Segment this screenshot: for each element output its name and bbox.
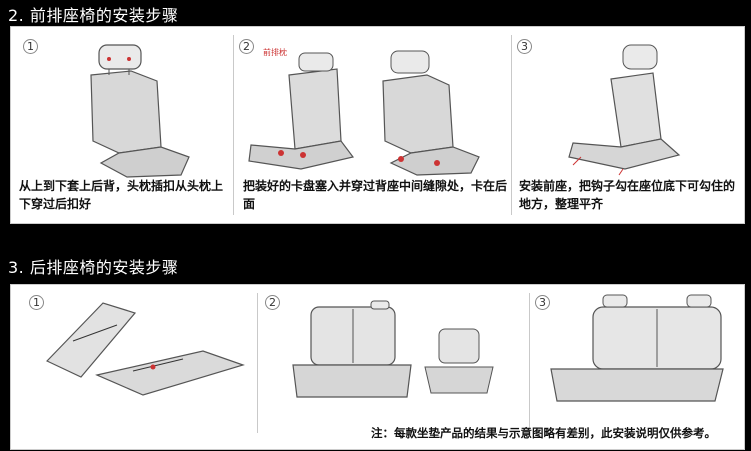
- rear-seat-illustration-1: [45, 302, 245, 396]
- rear-seat-header: 3. 后排座椅的安装步骤: [8, 258, 179, 277]
- front-step-1-caption: 从上到下套上后背，头枕插扣从头枕上下穿过后扣好: [19, 179, 224, 211]
- front-step-2-caption: 把装好的卡盘塞入并穿过背座中间缝隙处，卡在后面: [243, 179, 508, 211]
- front-seat-illustration-2b: [382, 50, 480, 176]
- rear-seat-panel: 1 2 3 注：每款坐垫产品的结果与示意图略有差别，此安装说明仅供参考。: [10, 284, 745, 450]
- rear-step-3-number: 3: [535, 295, 550, 310]
- front-step-3-number: 3: [517, 39, 532, 54]
- divider: [529, 293, 530, 433]
- divider: [233, 35, 234, 215]
- divider: [511, 35, 512, 215]
- front-seat-illustration-3: [568, 44, 681, 176]
- rear-step-1-number: 1: [29, 295, 44, 310]
- front-seat-panel: 1 从上到下套上后背，头枕插扣从头枕上下穿过后扣好 2 前排枕 把装好的卡盘塞入…: [10, 26, 745, 224]
- disclaimer-note: 注：每款坐垫产品的结果与示意图略有差别，此安装说明仅供参考。: [371, 426, 716, 440]
- rear-step-2-number: 2: [265, 295, 280, 310]
- front-step-1-number: 1: [23, 39, 38, 54]
- rear-seat-illustration-2b: [424, 328, 494, 394]
- front-seat-illustration-2a: [248, 52, 355, 170]
- divider: [257, 293, 258, 433]
- front-seat-illustration-1: [90, 44, 190, 178]
- headrest-label: 前排枕: [263, 48, 287, 57]
- front-step-2-number: 2: [239, 39, 254, 54]
- front-seat-header: 2. 前排座椅的安装步骤: [8, 6, 179, 25]
- rear-seat-illustration-2a: [292, 300, 412, 398]
- rear-seat-illustration-3: [550, 294, 724, 402]
- front-step-3-caption: 安装前座，把钩子勾在座位底下可勾住的地方，整理平齐: [519, 179, 736, 211]
